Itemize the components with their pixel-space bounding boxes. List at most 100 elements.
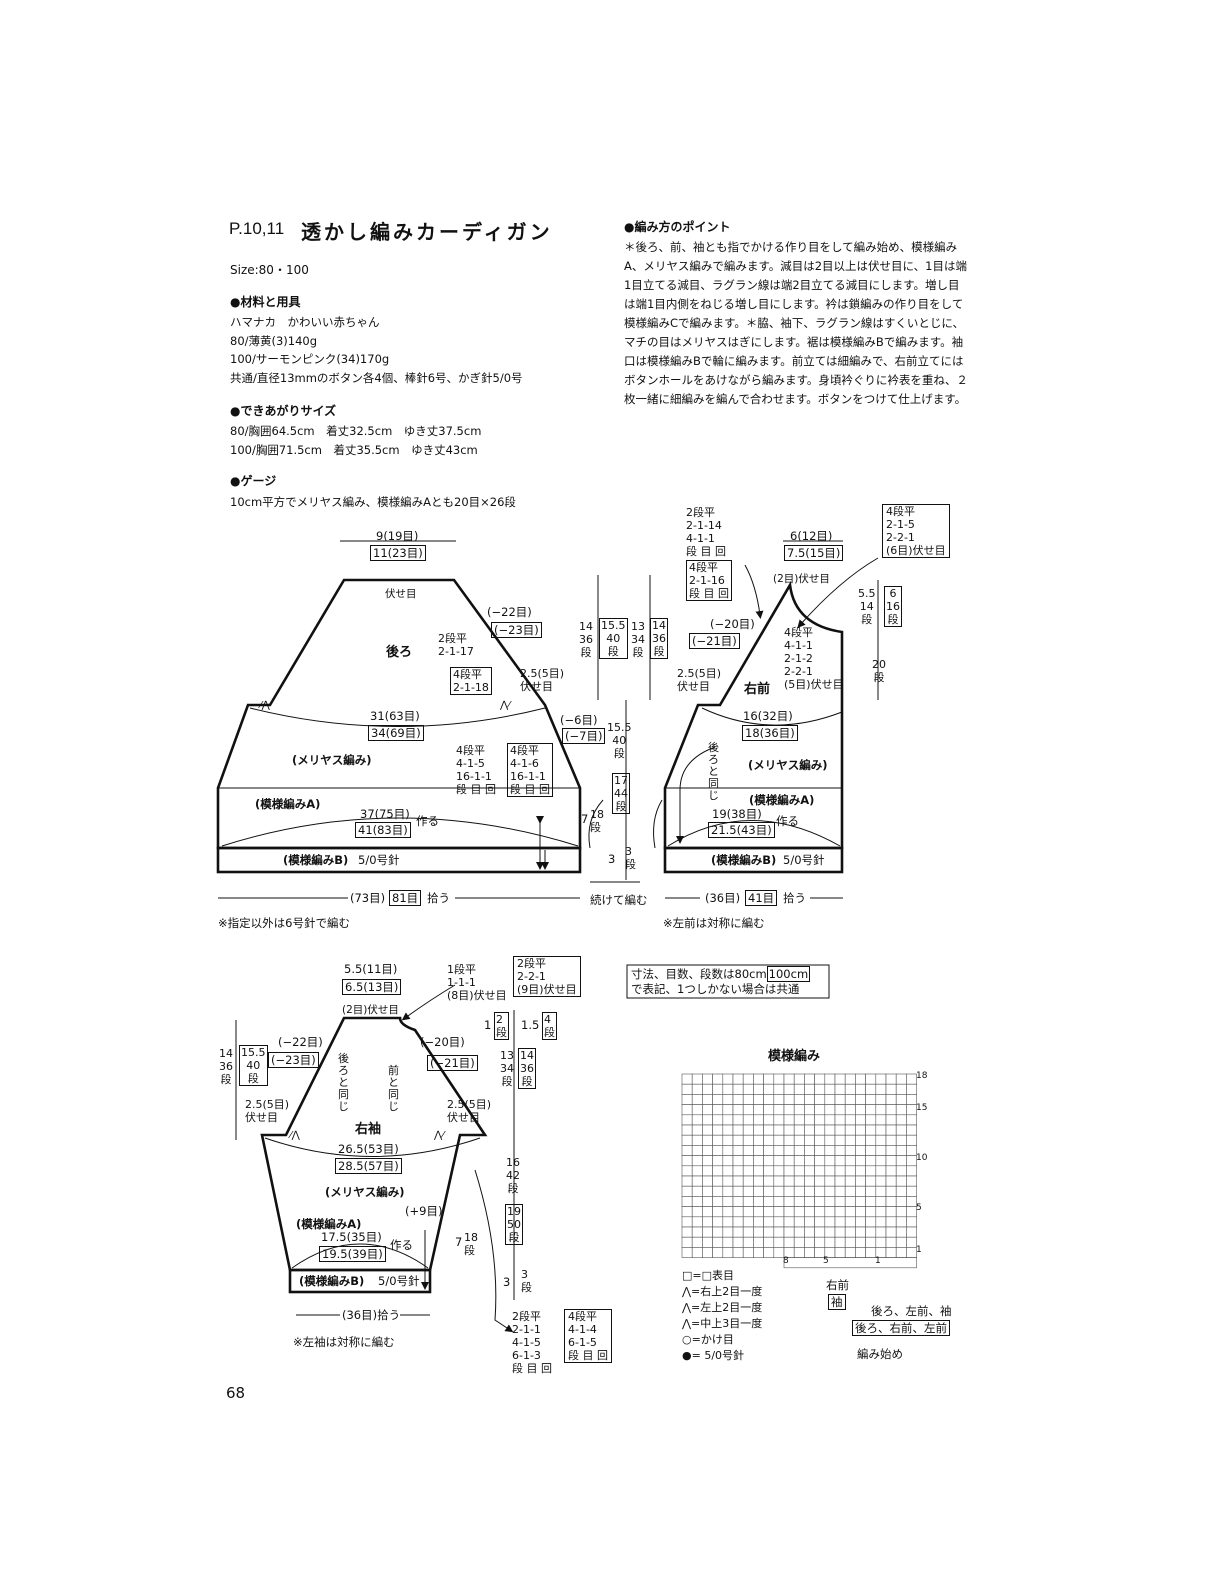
chart-cell <box>712 1216 724 1228</box>
chart-cell <box>793 1094 805 1105</box>
chart-cell <box>702 1094 713 1105</box>
chart-cell <box>773 1083 785 1095</box>
chart-cell <box>814 1206 826 1218</box>
chart-cell <box>875 1145 887 1156</box>
chart-cell <box>763 1073 775 1085</box>
chart-cell <box>865 1104 877 1116</box>
chart-cell <box>681 1226 693 1238</box>
chart-cell <box>895 1247 907 1258</box>
chart-cell <box>753 1165 764 1177</box>
front-right-rows-80: 5.5 14 段 <box>858 587 876 626</box>
chart-cell <box>906 1124 917 1136</box>
materials-list: ハマナカ かわいい赤ちゃん 80/薄黄(3)140g 100/サーモンピンク(3… <box>230 313 523 387</box>
chart-cell <box>742 1155 754 1167</box>
chart-cell <box>702 1155 713 1167</box>
chart-cell <box>875 1094 887 1105</box>
key-yarn-over: ○=かけ目 <box>682 1333 734 1346</box>
chart-cell <box>844 1206 856 1218</box>
chart-cell <box>855 1165 866 1177</box>
chart-cell <box>844 1145 856 1156</box>
chart-cell <box>753 1226 764 1238</box>
chart-cell <box>732 1226 744 1238</box>
chart-cell <box>732 1073 744 1085</box>
chart-cell <box>793 1073 805 1085</box>
chart-cell <box>732 1124 744 1136</box>
chart-cell <box>824 1216 836 1228</box>
chart-cell <box>702 1247 713 1258</box>
front-right-rows-total: 20 段 <box>872 658 886 684</box>
chart-cell <box>753 1145 764 1156</box>
chart-cell <box>712 1124 724 1136</box>
chart-cell <box>732 1175 744 1187</box>
chart-cell <box>885 1216 897 1228</box>
chart-cell <box>681 1083 693 1095</box>
chart-cell <box>763 1134 775 1146</box>
back-pick-label: 拾う <box>427 891 450 905</box>
chart-cell <box>793 1165 805 1177</box>
chart-cell <box>732 1216 744 1228</box>
chart-cell <box>875 1196 887 1207</box>
chart-cell <box>691 1226 703 1238</box>
chart-cell <box>885 1094 897 1105</box>
chart-cell <box>722 1124 734 1136</box>
center-rows2-80: 13 34 段 <box>631 620 645 659</box>
front-pattern-a: (模様編みA) <box>749 793 815 807</box>
chart-cell <box>722 1247 734 1258</box>
sleeve-c1: 1 <box>484 1018 492 1032</box>
chart-key: □=□表目 ⋀=右上2目一度 ⋀=左上2目一度 ⋀=中上3目一度 ○=かけ目 ●… <box>682 1268 762 1364</box>
right-sleeve-piece: ⁄⋀ ⋀⁄ <box>235 984 515 1333</box>
chart-cell <box>804 1226 815 1238</box>
chart-cell <box>753 1196 764 1207</box>
chart-cell <box>814 1236 826 1248</box>
chart-cell <box>804 1094 815 1105</box>
chart-cell <box>875 1134 887 1146</box>
chart-cell <box>885 1083 897 1095</box>
chart-cell <box>814 1226 826 1238</box>
chart-cell <box>885 1185 897 1197</box>
chart-cell <box>906 1083 917 1095</box>
chart-cell <box>712 1094 724 1105</box>
back-stockinette: (メリヤス編み) <box>292 753 372 767</box>
chart-cell <box>895 1114 907 1126</box>
chart-cell <box>691 1083 703 1095</box>
svg-text:⋀⁄: ⋀⁄ <box>433 1130 446 1141</box>
chart-cell <box>824 1165 836 1177</box>
sleeve-c8: 19 50 段 <box>505 1204 523 1245</box>
chart-cell <box>722 1094 734 1105</box>
chart-cell <box>814 1196 826 1207</box>
back-armhole: 2.5(5目) 伏せ目 <box>520 667 565 693</box>
chart-cell <box>885 1145 897 1156</box>
front-chest: 16(32目) <box>743 709 793 723</box>
front-top-width-100: 7.5(15目) <box>784 545 844 561</box>
chart-cell <box>814 1155 826 1167</box>
chart-cell <box>793 1155 805 1167</box>
front-neck-bindoff: (2目)伏せ目 <box>773 573 830 585</box>
chart-cell <box>855 1114 866 1126</box>
center-three-rows: 3 段 <box>625 845 636 871</box>
sleeve-top-dec-80: 1段平 1-1-1 (8目)伏せ目 <box>447 963 507 1002</box>
page-number: 68 <box>226 1384 246 1402</box>
chart-cell <box>773 1165 785 1177</box>
dimension-note-box <box>626 964 830 999</box>
chart-cell <box>814 1124 826 1136</box>
chart-row-15: 15 <box>916 1103 928 1113</box>
svg-text:⁄⋀: ⁄⋀ <box>288 1130 301 1141</box>
front-chest-100: 18(36目) <box>742 725 798 741</box>
chart-cell <box>681 1124 693 1136</box>
chart-cell <box>742 1226 754 1238</box>
back-pick-up: (73目) <box>350 891 386 905</box>
chart-cell <box>722 1216 734 1228</box>
chart-cell <box>793 1247 805 1258</box>
chart-cell <box>834 1247 846 1258</box>
page-reference: P.10,11 <box>229 219 285 238</box>
chart-cell <box>783 1196 795 1207</box>
chart-cell <box>722 1155 734 1167</box>
chart-cell <box>702 1175 713 1187</box>
chart-cell <box>763 1094 775 1105</box>
chart-cell <box>732 1114 744 1126</box>
front-pick-up-100: 41目 <box>745 890 778 906</box>
chart-cell <box>804 1134 815 1146</box>
chart-cell <box>702 1165 713 1177</box>
chart-cell <box>824 1124 836 1136</box>
